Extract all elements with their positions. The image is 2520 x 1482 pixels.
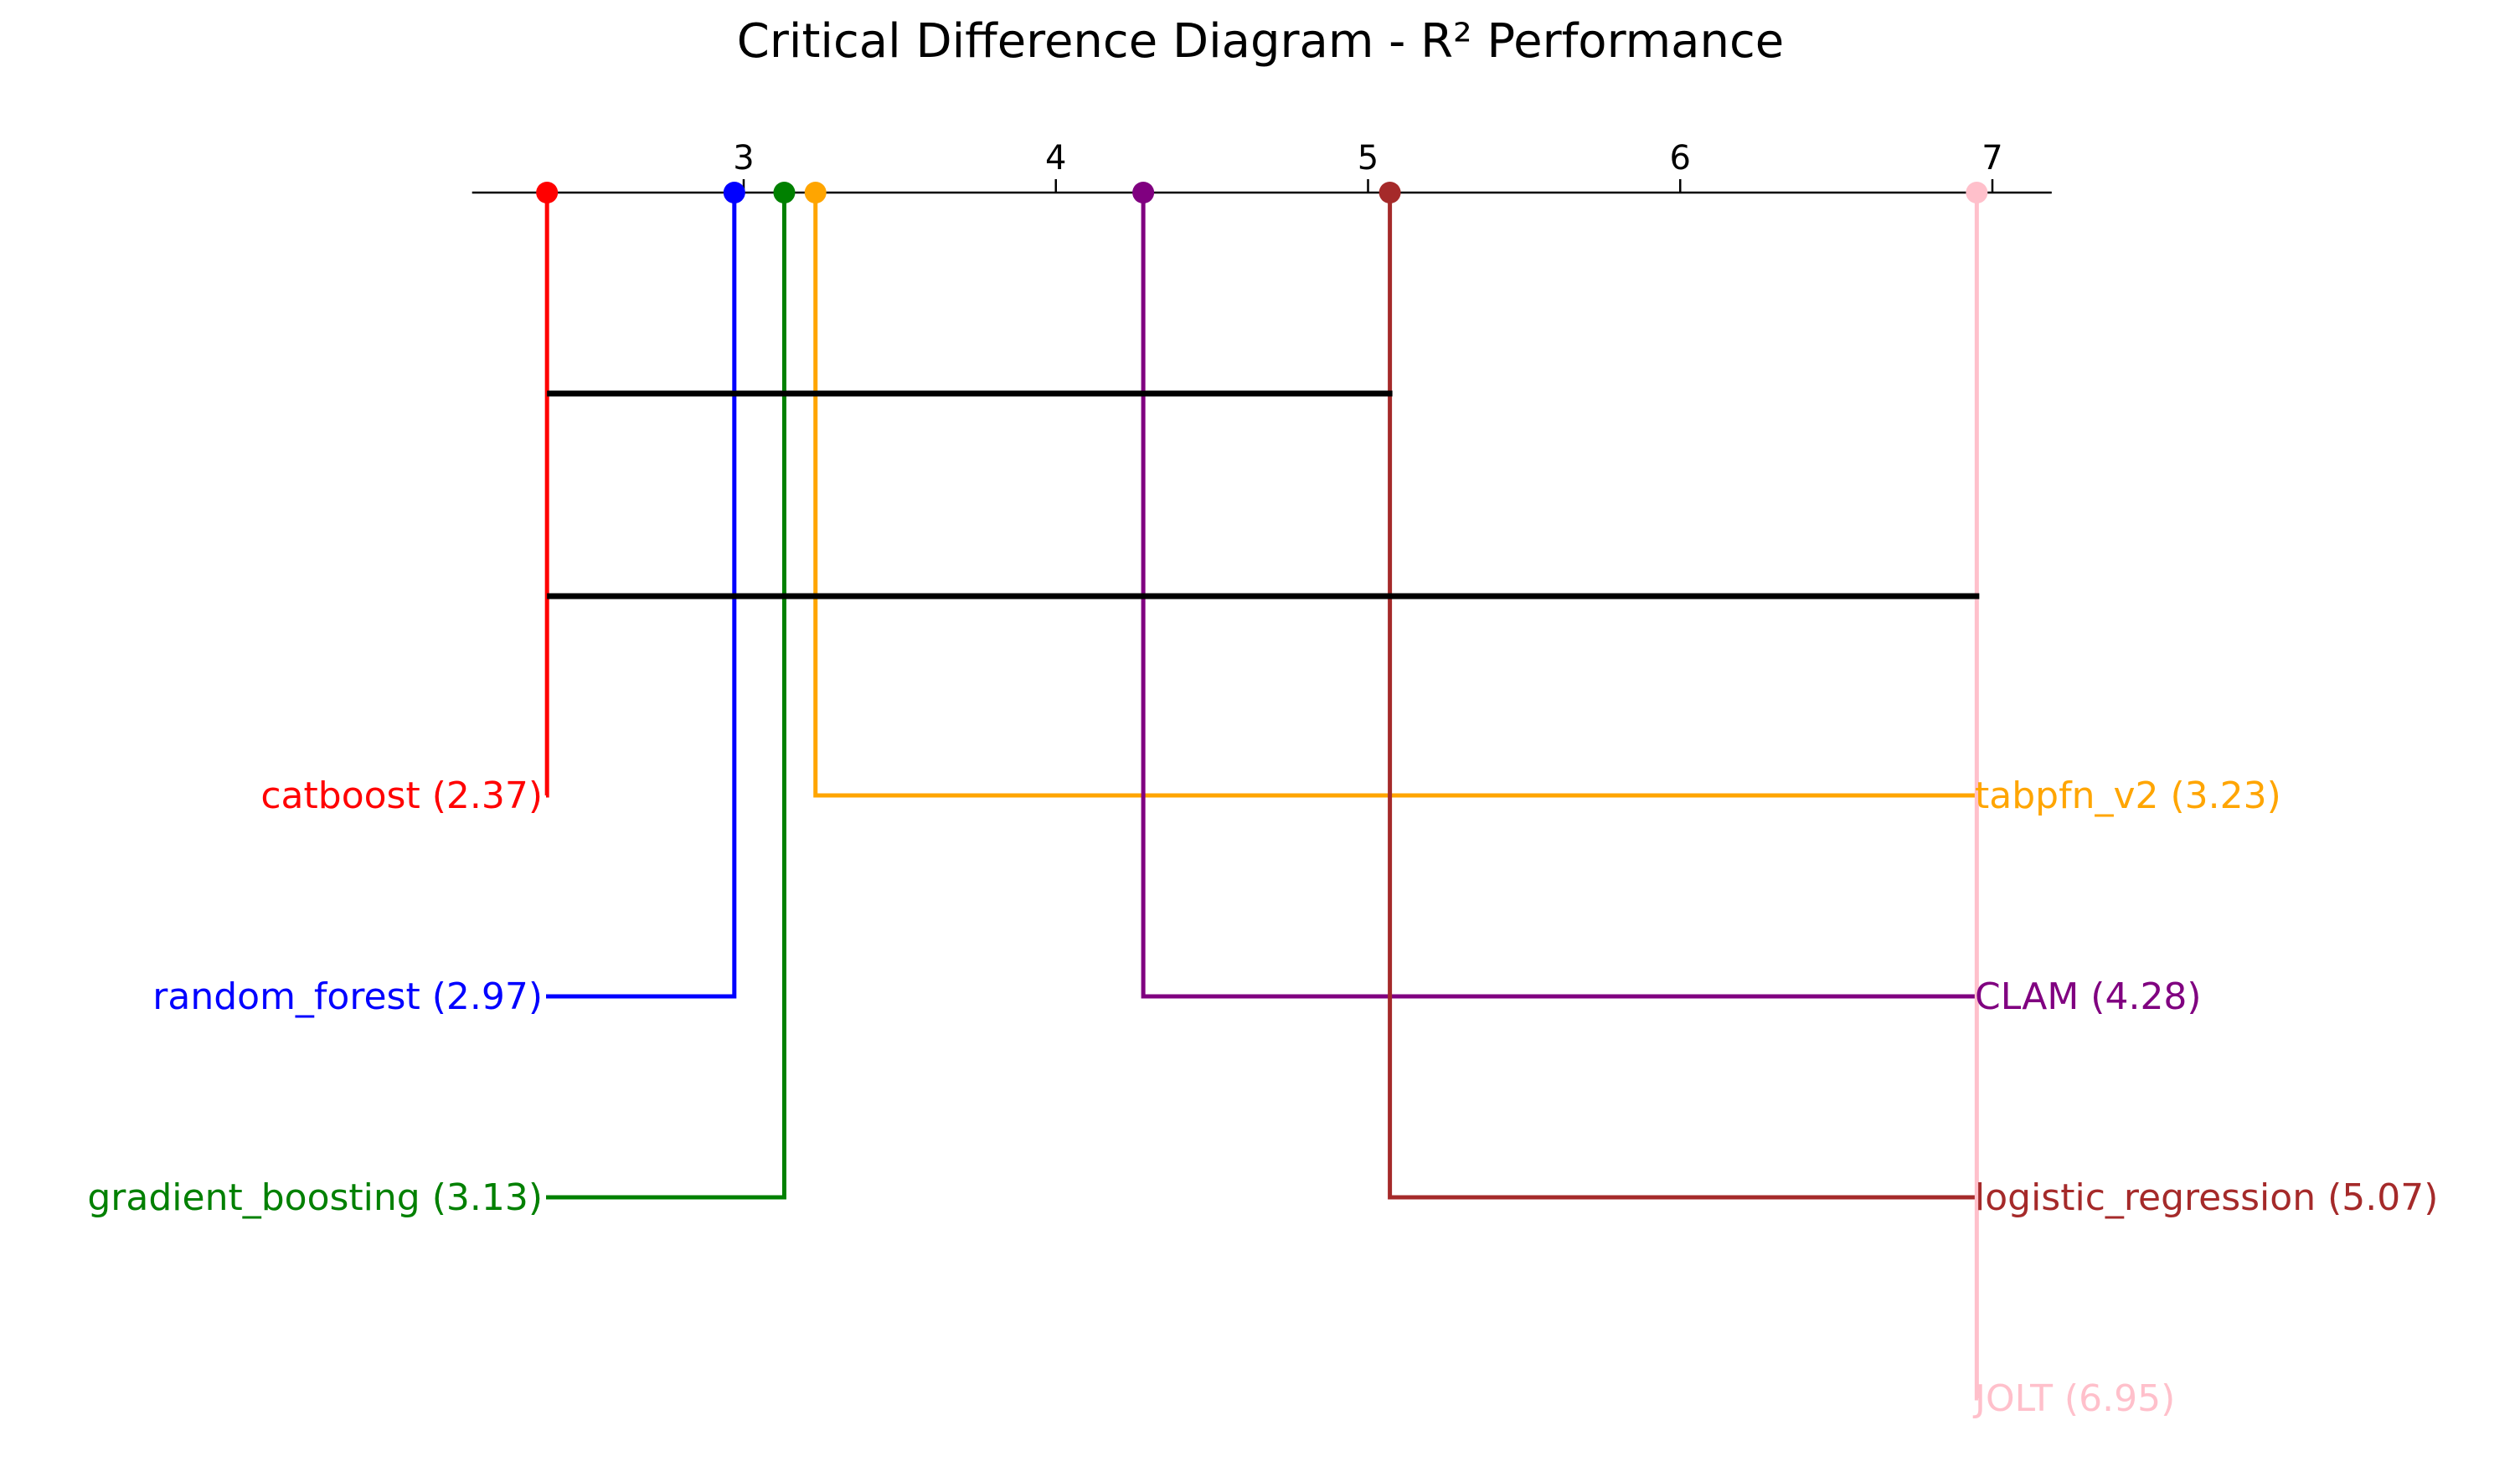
axis-tick-label: 7 bbox=[1981, 139, 2002, 178]
rank-marker-logistic_regression bbox=[1379, 182, 1401, 203]
rank-marker-CLAM bbox=[1132, 182, 1155, 203]
method-label-logistic_regression: logistic_regression (5.07) bbox=[1975, 1176, 2438, 1219]
method-label-random_forest: random_forest (2.97) bbox=[152, 975, 543, 1018]
rank-markers bbox=[536, 182, 1988, 203]
method-labels: catboost (2.37) random_forest (2.97) gradi… bbox=[87, 774, 2438, 1420]
connector-random_forest bbox=[546, 193, 737, 999]
axis-tick-label: 6 bbox=[1670, 139, 1691, 178]
axis-tick-label: 3 bbox=[733, 139, 754, 178]
rank-axis: 3 4 5 6 7 bbox=[472, 139, 2052, 194]
connector-catboost bbox=[544, 193, 549, 798]
method-label-tabpfn_v2: tabpfn_v2 (3.23) bbox=[1975, 774, 2281, 817]
rank-marker-JOLT bbox=[1966, 182, 1988, 203]
connector-gradient_boosting bbox=[546, 193, 786, 1200]
axis-tick-label: 5 bbox=[1358, 139, 1379, 178]
clique-bars bbox=[547, 390, 1980, 599]
connector-logistic_regression bbox=[1388, 193, 1978, 1200]
rank-marker-tabpfn_v2 bbox=[804, 182, 827, 203]
connector-CLAM bbox=[1141, 193, 1978, 999]
method-label-JOLT: JOLT (6.95) bbox=[1972, 1377, 2175, 1420]
axis-tick-label: 4 bbox=[1045, 139, 1066, 178]
method-label-catboost: catboost (2.37) bbox=[260, 774, 543, 817]
method-connectors bbox=[544, 193, 1979, 1401]
method-label-gradient_boosting: gradient_boosting (3.13) bbox=[87, 1176, 543, 1219]
chart-title: Critical Difference Diagram - R² Perform… bbox=[737, 14, 1784, 69]
rank-marker-catboost bbox=[536, 182, 559, 203]
rank-marker-gradient_boosting bbox=[773, 182, 796, 203]
method-label-CLAM: CLAM (4.28) bbox=[1975, 975, 2202, 1018]
rank-marker-random_forest bbox=[723, 182, 745, 203]
connector-tabpfn_v2 bbox=[813, 193, 1978, 798]
